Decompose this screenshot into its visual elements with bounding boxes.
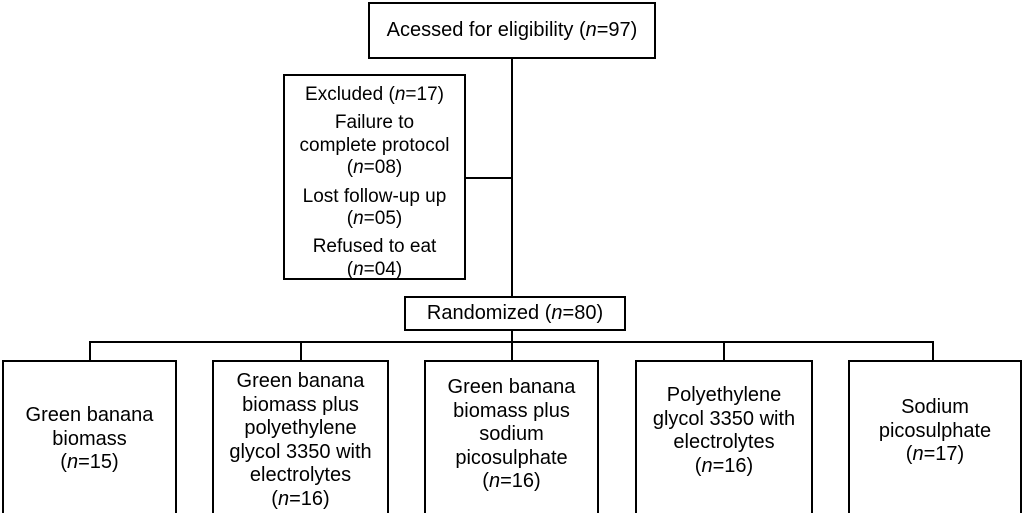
arm-4-count-line: (n=16) [694, 454, 754, 477]
node-arm-peg-electrolytes: Polyethylene glycol 3350 with electrolyt… [635, 360, 813, 513]
n-italic: n [353, 208, 364, 230]
node-assessed-for-eligibility: Acessed for eligibility (n=97) [368, 2, 656, 59]
connector-drop-arm-2 [300, 341, 302, 362]
arm-3-count-line: (n=16) [482, 470, 541, 493]
n-italic: n [912, 443, 924, 466]
excluded-heading: Excluded (n=17) [305, 84, 444, 105]
n-italic: n [277, 487, 290, 510]
arm-5-count-line: (n=17) [905, 443, 965, 466]
n-italic: n [701, 454, 713, 477]
assessed-count: 97 [608, 18, 631, 41]
excluded-reason-2: Lost follow-up up (n=05) [302, 185, 447, 230]
arm-3-text: Green banana biomass plus sodium picosul… [447, 376, 576, 469]
excluded-reason-1-text: Failure to complete protocol [299, 112, 450, 156]
n-italic: n [353, 258, 364, 280]
n-italic: n [551, 301, 563, 324]
node-randomized: Randomized (n=80) [404, 296, 626, 331]
excluded-count: 17 [416, 84, 438, 105]
arm-5-text: Sodium picosulphate [878, 396, 992, 442]
arm-1-count-line: (n=15) [60, 451, 119, 474]
arm-1-count: 15 [89, 451, 113, 474]
arm-2-count: 16 [300, 487, 324, 510]
excluded-reason-1-count: 08 [374, 157, 396, 179]
n-italic: n [585, 18, 597, 41]
excluded-reason-2-count: 05 [374, 208, 396, 230]
arm-1-text: Green banana biomass [25, 404, 154, 450]
excluded-reason-3: Refused to eat (n=04) [312, 236, 437, 280]
excluded-reason-3-count: 04 [374, 258, 396, 280]
arm-4-count: 16 [724, 454, 747, 477]
arm-4-text: Polyethylene glycol 3350 with electrolyt… [652, 384, 796, 454]
node-arm-biomass-plus-peg: Green banana biomass plus polyethylene g… [212, 360, 389, 513]
n-italic: n [394, 84, 406, 105]
node-arm-sodium-picosulphate: Sodium picosulphate (n=17) [848, 360, 1022, 513]
arm-5-count: 17 [935, 443, 958, 466]
excluded-reason-1: Failure to complete protocol (n=08) [299, 112, 450, 179]
assessed-label: Acessed for eligibility (n=97) [386, 18, 638, 41]
arm-2-text: Green banana biomass plus polyethylene g… [229, 370, 372, 487]
node-arm-biomass-plus-sodium-picosulphate: Green banana biomass plus sodium picosul… [424, 360, 599, 513]
node-arm-green-banana-biomass: Green banana biomass (n=15) [2, 360, 177, 513]
connector-randomized-to-bar [511, 331, 513, 343]
n-italic: n [66, 451, 79, 474]
randomized-count: 80 [574, 301, 597, 324]
connector-drop-arm-5 [932, 341, 934, 362]
excluded-reason-2-text: Lost follow-up up [302, 185, 447, 207]
connector-excluded-to-trunk [465, 177, 513, 179]
arm-2-count-line: (n=16) [271, 487, 330, 510]
node-excluded: Excluded (n=17) Failure to complete prot… [283, 74, 466, 280]
connector-drop-arm-1 [89, 341, 91, 362]
n-italic: n [488, 470, 501, 493]
connector-drop-arm-3 [511, 341, 513, 362]
excluded-reason-3-text: Refused to eat [312, 236, 437, 258]
arm-3-count: 16 [511, 470, 535, 493]
n-italic: n [353, 157, 364, 179]
randomized-label: Randomized (n=80) [426, 301, 604, 324]
connector-drop-arm-4 [723, 341, 725, 362]
